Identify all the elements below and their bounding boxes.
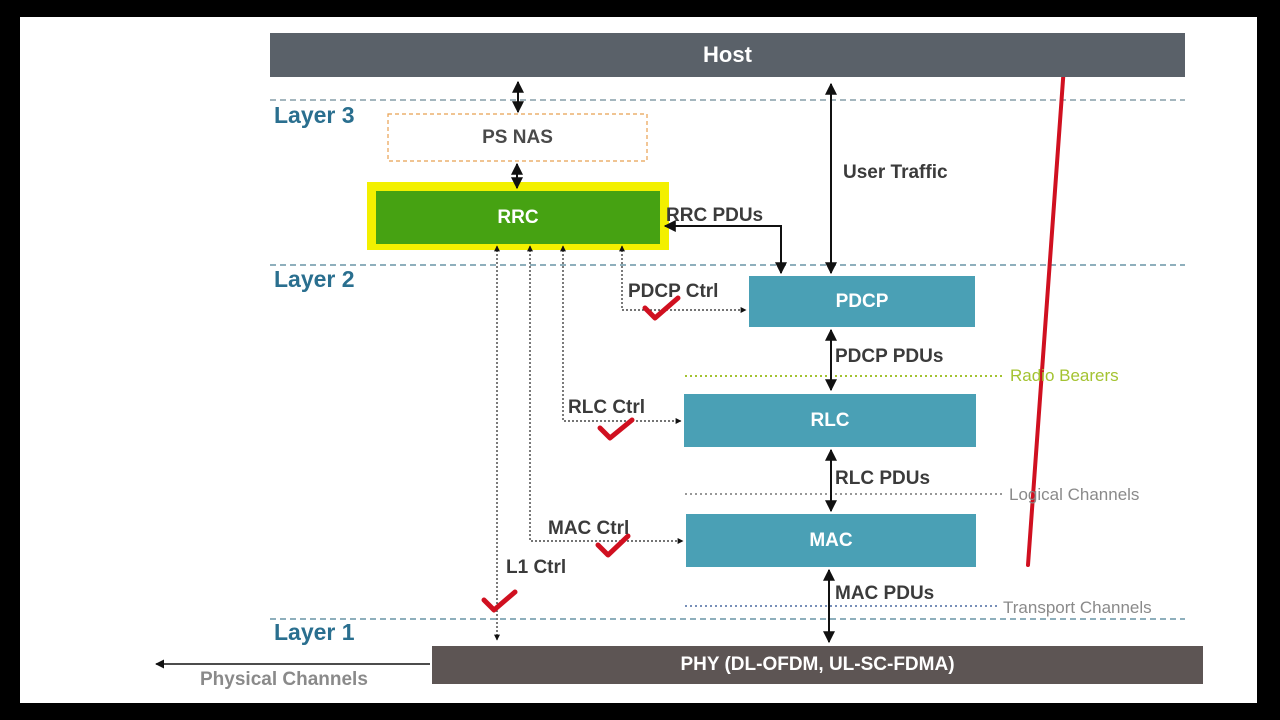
l1-ctrl-label: L1 Ctrl — [506, 557, 567, 578]
phy-label: PHY (DL-OFDM, UL-SC-FDMA) — [680, 654, 955, 675]
layer2-label: Layer 2 — [274, 266, 355, 292]
logical-channels-label: Logical Channels — [1009, 485, 1140, 504]
transport-channels-label: Transport Channels — [1003, 598, 1152, 617]
user-traffic-label: User Traffic — [843, 162, 948, 183]
rlc-ctrl-path — [560, 245, 682, 424]
radio-bearers-label: Radio Bearers — [1010, 366, 1119, 385]
ps-nas-box: PS NAS — [388, 114, 647, 161]
mac-ctrl-label: MAC Ctrl — [548, 518, 630, 539]
rlc-pdus-label: RLC PDUs — [835, 468, 931, 489]
pdcp-label: PDCP — [835, 290, 889, 312]
physical-channels-label: Physical Channels — [200, 669, 368, 690]
red-annotation-line — [1026, 50, 1067, 567]
rrc-box: RRC — [376, 191, 660, 244]
rlc-box: RLC — [684, 394, 976, 447]
pdcp-box: PDCP — [749, 276, 975, 327]
rrc-pdus-arrow — [663, 220, 787, 275]
ps-nas-outline — [387, 113, 648, 162]
host-bar: Host — [270, 33, 1185, 77]
ps-nas-label: PS NAS — [482, 126, 553, 148]
checkmark-mac — [595, 533, 631, 558]
pdcp-ctrl-label: PDCP Ctrl — [628, 281, 719, 302]
checkmark-l1 — [481, 589, 518, 613]
rlc-ctrl-label: RLC Ctrl — [568, 397, 646, 418]
layer1-label: Layer 1 — [274, 619, 355, 645]
rrc-label: RRC — [497, 206, 539, 228]
rrc-pdus-label: RRC PDUs — [666, 205, 764, 226]
checkmark-rlc — [597, 417, 635, 441]
mac-box: MAC — [686, 514, 976, 567]
mac-label: MAC — [809, 529, 853, 551]
mac-ctrl-path — [527, 245, 684, 544]
host-label: Host — [703, 42, 752, 67]
checkmark-pdcp — [642, 295, 681, 321]
phy-bar: PHY (DL-OFDM, UL-SC-FDMA) — [432, 646, 1203, 684]
pdcp-pdus-label: PDCP PDUs — [835, 346, 944, 367]
rlc-label: RLC — [810, 409, 850, 431]
layer3-label: Layer 3 — [274, 102, 355, 128]
mac-pdus-label: MAC PDUs — [835, 583, 935, 604]
